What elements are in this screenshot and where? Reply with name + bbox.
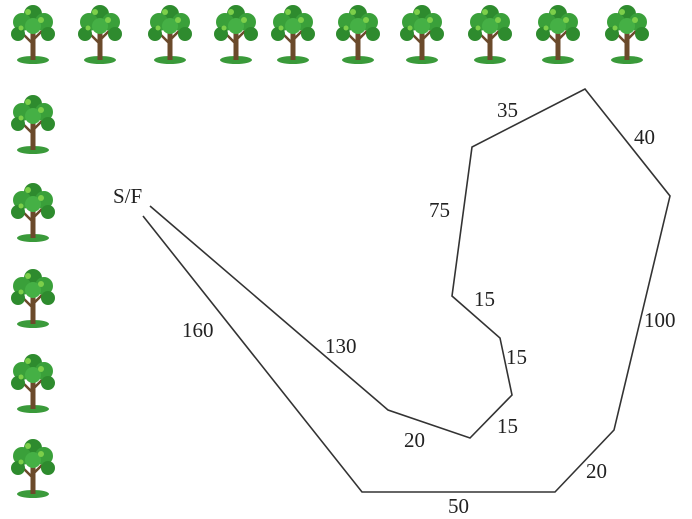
tree-icon xyxy=(146,3,194,66)
segment-label-50: 50 xyxy=(448,494,469,518)
start-finish-label: S/F xyxy=(113,184,142,208)
segment-label-15-lower: 15 xyxy=(497,414,518,438)
segment-label-35: 35 xyxy=(497,98,518,122)
tree-icon xyxy=(334,3,382,66)
segment-label-15-middle: 15 xyxy=(506,345,527,369)
tree-icon xyxy=(9,437,57,500)
segment-label-130: 130 xyxy=(325,334,357,358)
segment-label-75: 75 xyxy=(429,198,450,222)
tree-icon xyxy=(212,3,260,66)
segment-label-20-bottom: 20 xyxy=(586,459,607,483)
tree-icon xyxy=(76,3,124,66)
segment-label-100: 100 xyxy=(644,308,676,332)
tree-icon xyxy=(466,3,514,66)
track-outline xyxy=(142,87,671,493)
tree-icon xyxy=(9,93,57,156)
segment-label-20-inner: 20 xyxy=(404,428,425,452)
tree-icon xyxy=(534,3,582,66)
tree-border xyxy=(9,3,651,500)
tree-icon xyxy=(9,181,57,244)
segment-label-40: 40 xyxy=(634,125,655,149)
tree-icon xyxy=(9,352,57,415)
segment-label-15-upper: 15 xyxy=(474,287,495,311)
segment-label-160: 160 xyxy=(182,318,214,342)
tree-icon xyxy=(9,3,57,66)
tree-icon xyxy=(9,267,57,330)
tree-icon xyxy=(269,3,317,66)
tree-icon xyxy=(398,3,446,66)
tree-icon xyxy=(603,3,651,66)
